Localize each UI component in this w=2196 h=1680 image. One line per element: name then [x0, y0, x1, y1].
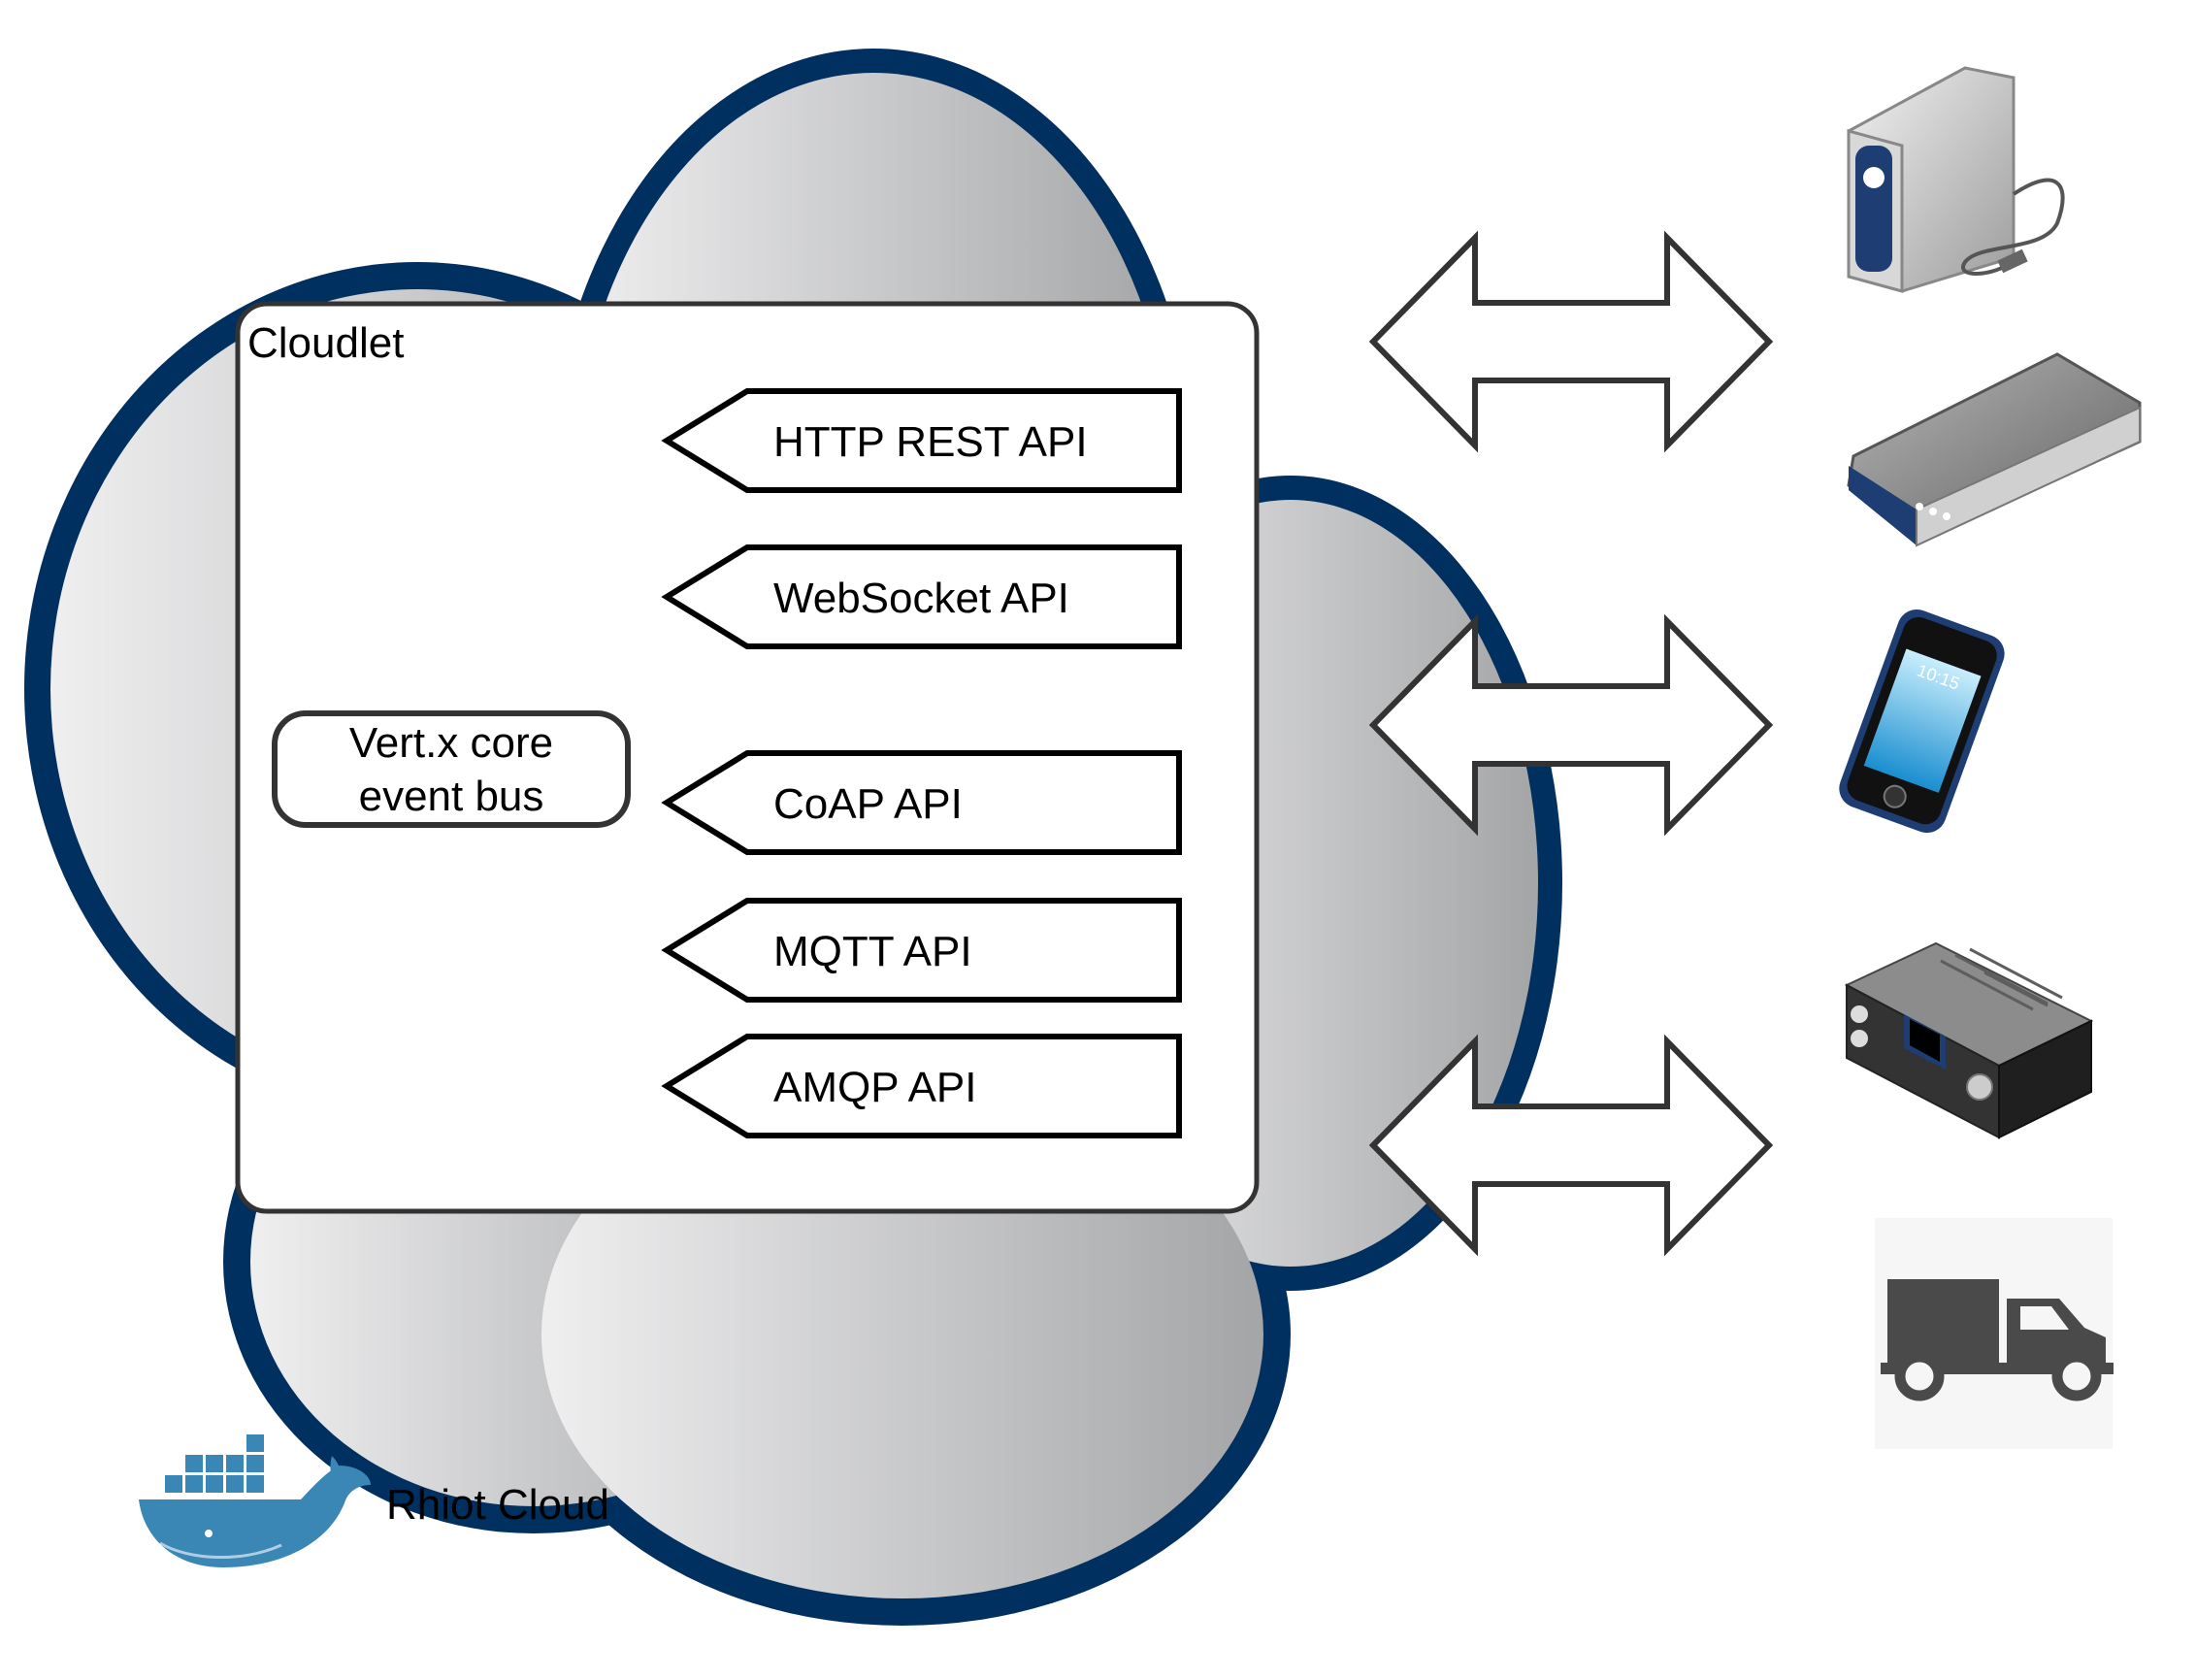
api-label-http: HTTP REST API	[773, 418, 1088, 466]
api-arrow-coap: CoAP API	[661, 750, 1182, 855]
api-arrow-http: HTTP REST API	[661, 388, 1182, 493]
event-bus-line2: event bus	[359, 773, 544, 820]
connection-arrows	[1368, 230, 1774, 1257]
api-label-coap: CoAP API	[773, 780, 963, 828]
api-arrow-websocket: WebSocket API	[661, 544, 1182, 649]
cloud-label: Rhiot Cloud	[386, 1481, 609, 1529]
docker-whale-icon	[139, 1434, 371, 1567]
api-label-mqtt: MQTT API	[773, 928, 972, 975]
api-list: HTTP REST API WebSocket API CoAP API MQT…	[661, 388, 1182, 1138]
api-label-amqp: AMQP API	[773, 1064, 977, 1111]
av-receiver-icon	[1844, 941, 2094, 1139]
cloudlet-title: Cloudlet	[247, 319, 404, 367]
router-icon	[1847, 352, 2142, 547]
event-bus-box	[272, 710, 631, 828]
external-drive-icon	[1847, 66, 2065, 293]
truck-icon	[1875, 1218, 2114, 1449]
double-arrow-1	[1368, 230, 1774, 453]
api-arrow-amqp: AMQP API	[661, 1034, 1182, 1138]
api-label-websocket: WebSocket API	[773, 575, 1069, 622]
smartphone-icon: 10:15	[1839, 609, 2005, 834]
double-arrow-3	[1368, 1034, 1774, 1257]
api-arrow-mqtt: MQTT API	[661, 898, 1182, 1003]
event-bus-line1: Vert.x core	[349, 719, 553, 767]
double-arrow-2	[1368, 613, 1774, 837]
